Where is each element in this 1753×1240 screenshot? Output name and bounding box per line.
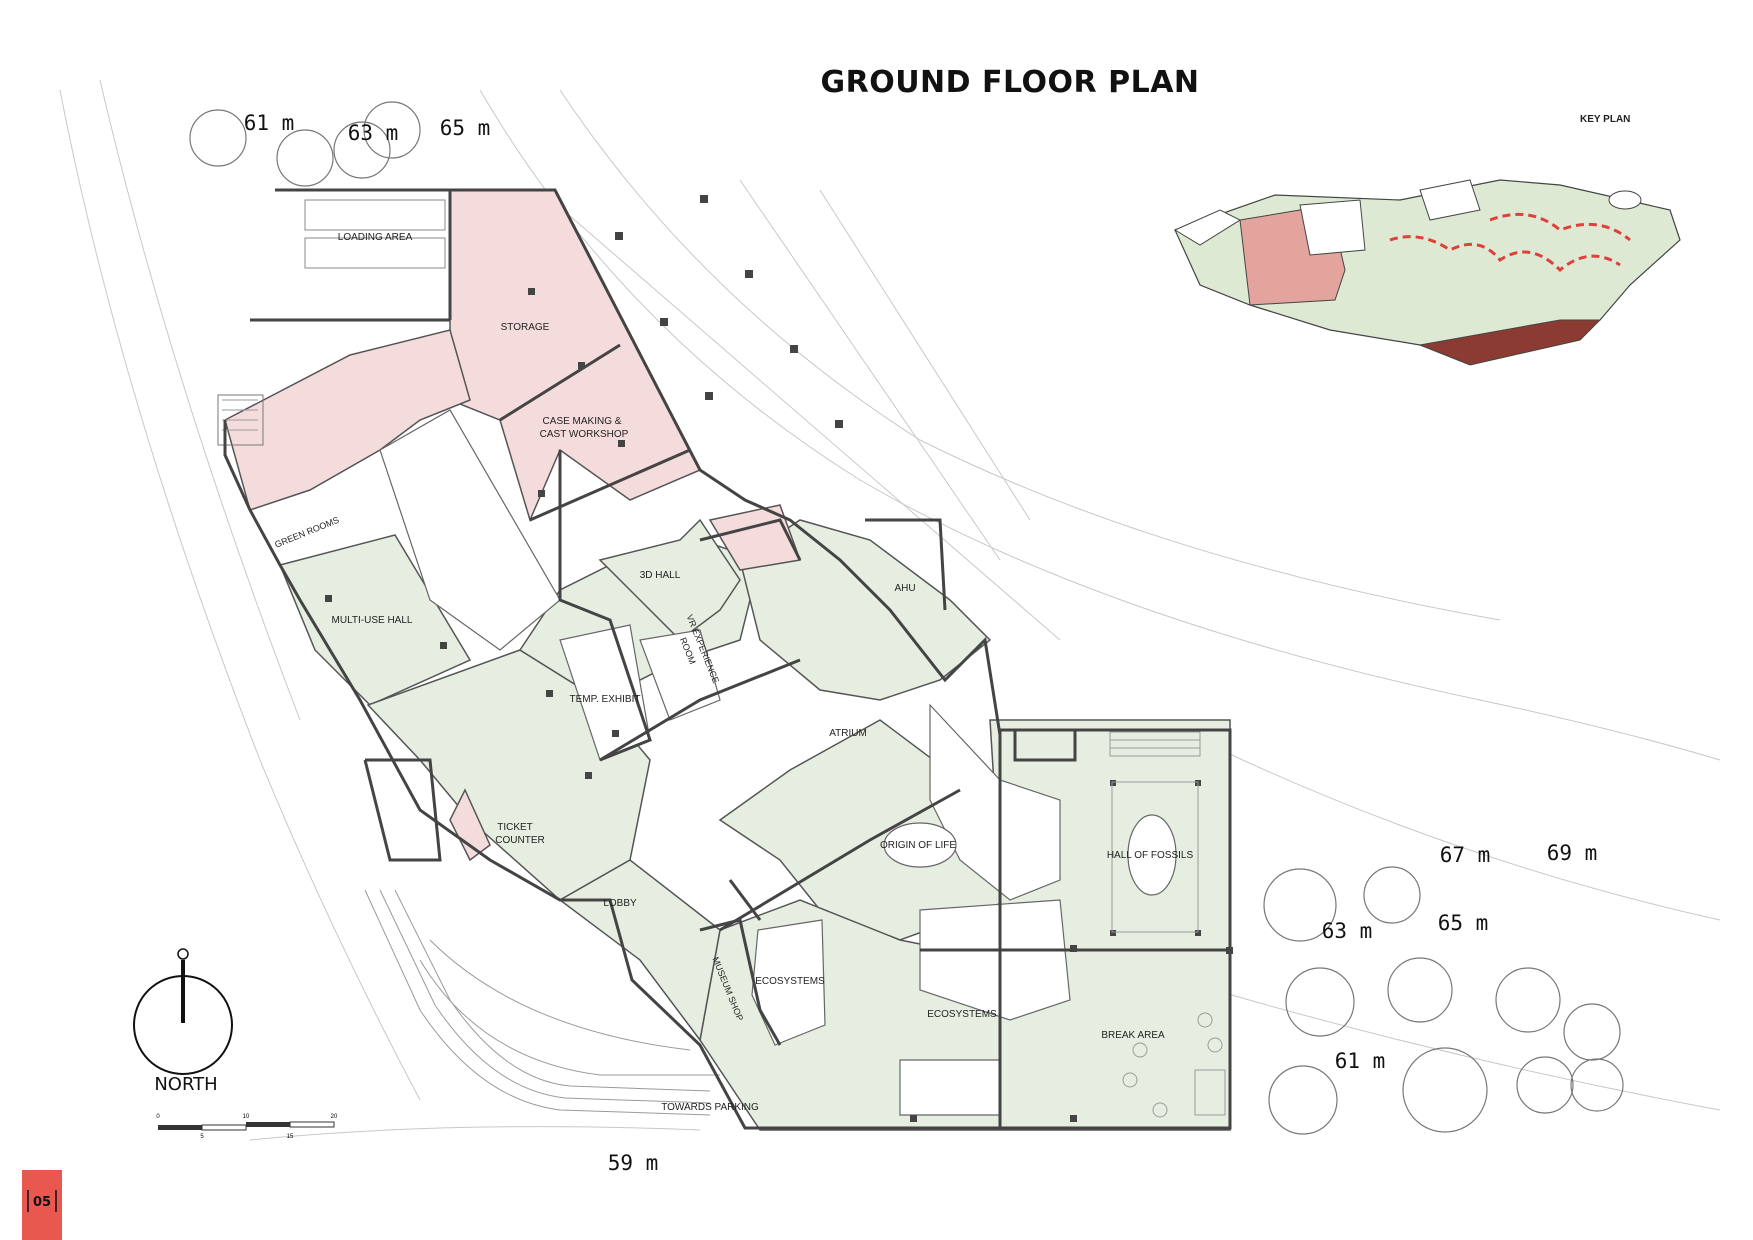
north-arrow bbox=[133, 948, 233, 1075]
north-label: NORTH bbox=[154, 1074, 217, 1095]
room-label-case-making-1: CASE MAKING & bbox=[543, 416, 622, 427]
interior-voids bbox=[379, 409, 1177, 1116]
trees bbox=[189, 101, 1624, 1135]
fossil-hall-grid bbox=[1109, 731, 1201, 933]
contour-label: 65 m bbox=[1438, 911, 1489, 935]
tree-icon bbox=[1495, 967, 1561, 1033]
room-label-case-making-2: CAST WORKSHOP bbox=[540, 429, 629, 440]
room-label-loading-area: LOADING AREA bbox=[338, 232, 413, 243]
room-label-lobby: LOBBY bbox=[603, 898, 637, 909]
room-label-origin-of-life: ORIGIN OF LIFE bbox=[880, 840, 956, 851]
contour-label: 61 m bbox=[1335, 1049, 1386, 1073]
site-contour-lines bbox=[59, 79, 1721, 1141]
tree-icon bbox=[1516, 1056, 1574, 1114]
key-plan bbox=[1173, 179, 1681, 366]
page-number: 05 bbox=[33, 1195, 51, 1210]
tree-icon bbox=[1402, 1047, 1488, 1133]
contour-label: 63 m bbox=[1322, 919, 1373, 943]
room-label-storage: STORAGE bbox=[501, 322, 550, 333]
parking-columns bbox=[615, 195, 843, 428]
contour-label: 63 m bbox=[348, 121, 399, 145]
contour-label: 67 m bbox=[1440, 843, 1491, 867]
tree-icon bbox=[1363, 866, 1421, 924]
scale-tick: 15 bbox=[287, 1134, 294, 1140]
public-zone bbox=[278, 518, 1231, 1131]
contour-label: 59 m bbox=[608, 1151, 659, 1175]
tree-icon bbox=[363, 101, 421, 159]
room-label-ticket-2: COUNTER bbox=[495, 835, 544, 846]
room-label-3d-hall: 3D HALL bbox=[640, 570, 681, 581]
scale-tick: 10 bbox=[243, 1114, 250, 1120]
tree-icon bbox=[1285, 967, 1355, 1037]
room-label-ecosystems-2: ECOSYSTEMS bbox=[927, 1009, 997, 1020]
tree-icon bbox=[276, 129, 334, 187]
room-label-hall-of-fossils: HALL OF FOSSILS bbox=[1107, 850, 1194, 861]
room-label-green-rooms: GREEN ROOMS bbox=[273, 515, 340, 550]
tree-icon bbox=[189, 109, 247, 167]
contour-label: 65 m bbox=[440, 116, 491, 140]
structural-columns bbox=[325, 288, 1233, 1122]
scale-tick: 20 bbox=[331, 1114, 338, 1120]
scale-tick: 0 bbox=[156, 1114, 160, 1120]
break-area-furniture bbox=[1122, 1012, 1226, 1118]
room-label-atrium: ATRIUM bbox=[829, 728, 867, 739]
tree-icon bbox=[1563, 1003, 1621, 1061]
room-label-towards-parking: TOWARDS PARKING bbox=[661, 1102, 759, 1113]
parking-ramp bbox=[364, 889, 720, 1116]
room-label-ticket-1: TICKET bbox=[497, 822, 533, 833]
contour-label: 69 m bbox=[1547, 841, 1598, 865]
tree-icon bbox=[1263, 868, 1337, 942]
contour-label: 61 m bbox=[244, 111, 295, 135]
room-label-temp-exhibit: TEMP. EXHIBIT bbox=[570, 694, 641, 705]
tree-icon bbox=[1387, 957, 1453, 1023]
room-label-multi-use-hall: MULTI-USE HALL bbox=[332, 615, 413, 626]
loading-area-block bbox=[217, 199, 446, 446]
key-plan-label: KEY PLAN bbox=[1580, 114, 1630, 125]
tree-icon bbox=[1570, 1058, 1624, 1112]
scale-bar: 0 5 10 15 20 bbox=[156, 1114, 338, 1140]
scale-tick: 5 bbox=[200, 1134, 204, 1140]
tree-icon bbox=[333, 121, 391, 179]
page-title: GROUND FLOOR PLAN bbox=[820, 65, 1199, 100]
exterior-walls bbox=[223, 188, 1232, 1130]
tree-icon bbox=[1268, 1065, 1338, 1135]
room-label-ecosystems-1: ECOSYSTEMS bbox=[755, 976, 825, 987]
room-label-ahu: AHU bbox=[894, 583, 915, 594]
room-label-break-area: BREAK AREA bbox=[1101, 1030, 1165, 1041]
